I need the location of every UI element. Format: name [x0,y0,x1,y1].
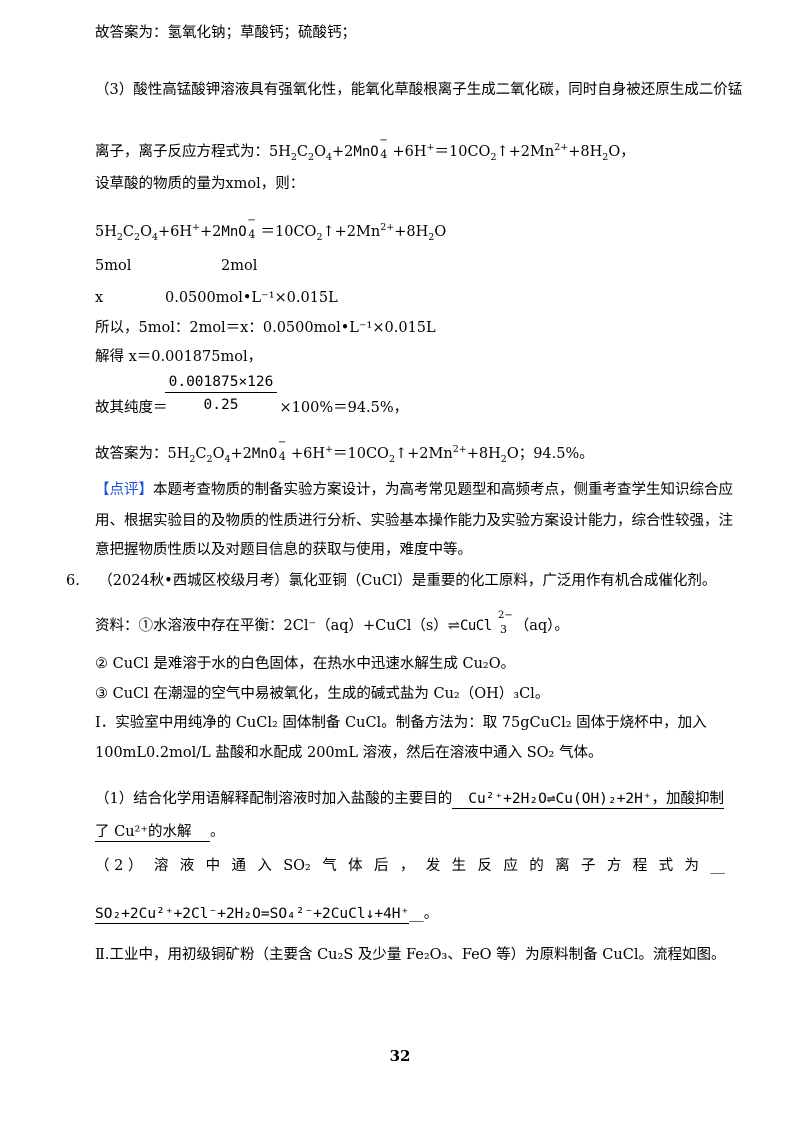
q2-word: __ [710,858,725,874]
permanganate-ion: MnO−4 [221,215,256,241]
q2-word: 为 [684,858,699,874]
answer-1-end: 。 [209,824,225,840]
info-1-prefix: 资料：①水溶液中存在平衡：2Cl⁻（aq）+CuCl（s）⇌ [95,618,460,634]
answer-2-end: __。 [409,906,439,922]
purity-prefix: 故其纯度＝ [95,400,168,416]
question-6-header: 6. （2024秋•西城区校级月考）氯化亚铜（CuCl）是重要的化工原料，广泛用… [66,571,716,591]
subquestion-2-line: （ 2 ） 溶 液 中 通 入 SO₂ 气 体 后 ， 发 生 反 应 的 离 … [95,856,725,876]
part-1-line-2: 100mL0.2mol/L 盐酸和水配成 200mL 溶液，然后在溶液中通入 S… [95,745,603,761]
q2-word: 发 [425,858,441,874]
part-2-line: Ⅱ.工业中，用初级铜矿粉（主要含 Cu₂S 及少量 Fe₂O₃、FeO 等）为原… [95,947,726,963]
q2-word: 应 [503,858,518,874]
review-line-3: 意把握物质性质以及对题目信息的获取与使用，难度中等。 [95,542,472,558]
reaction-equation: 5H2C2O4+6H++2MnO−4 ＝10CO2↑+2Mn2++8H2O [95,215,447,243]
permanganate-ion: MnO−4 [251,437,287,463]
ratio-right: 0.0500mol•L⁻¹×0.015L [165,290,338,306]
fraction-numerator: 0.001875×126 [165,374,277,393]
answer-blank-1: Cu²⁺+2H₂O⇌Cu(OH)₂+2H⁺，加酸抑制 [452,791,725,809]
answer-1-continued: 了 Cu²⁺的水解 [95,824,192,842]
subquestion-2-answer: SO₂+2Cu²⁺+2Cl⁻+2H₂O=SO₄²⁻+2CuCl↓+4H⁺__。 [95,904,438,924]
answer-line-1: 故答案为：氢氧化钠；草酸钙；硫酸钙； [95,25,356,41]
q2-word: ， [399,858,415,874]
permanganate-ion: MnO−4 [353,135,388,161]
q2-word: 体 [348,858,363,874]
ratio-row-1: 5mol 2mol [95,256,257,276]
q2-word: 子 [580,858,596,874]
q2-word: SO₂ [283,858,311,874]
review-line-1: 【点评】本题考查物质的制备实验方案设计，为高考常见题型和高频考点，侧重考查学生知… [95,480,733,500]
purity-line: 故其纯度＝ ×100%＝94.5%， [95,398,408,418]
ionic-equation-line: 离子，离子反应方程式为：5H2C2O4+2MnO−4 +6H+＝10CO2↑+2… [95,135,635,163]
q2-word: 程 [632,858,648,874]
part-1-line-1: Ⅰ．实验室中用纯净的 CuCl₂ 固体制备 CuCl。制备方法为：取 75gCu… [95,715,707,731]
info-line-3: ③ CuCl 在潮湿的空气中易被氧化，生成的碱式盐为 Cu₂（OH）₃Cl。 [95,686,550,702]
explanation-line-3: （3）酸性高锰酸钾溶液具有强氧化性，能氧化草酸根离子生成二氧化碳，同时自身被还原… [95,82,743,98]
purity-result: ×100%＝94.5%， [279,400,409,416]
q2-word: 气 [322,858,337,874]
q2-word: 生 [451,858,467,874]
final-answer-prefix: 故答案为： [95,446,168,462]
ratio-row-2: x 0.0500mol•L⁻¹×0.015L [95,288,338,308]
q2-word: 式 [658,858,674,874]
ratio-right: 2mol [221,258,258,274]
fraction-denominator: 0.25 [203,397,239,413]
q2-word: 方 [606,858,622,874]
final-answer-suffix: ；94.5%。 [518,446,594,462]
final-answer-line: 故答案为：5H2C2O4+2MnO−4 +6H+＝10CO2↑+2Mn2++8H… [95,437,594,465]
question-6-text: （2024秋•西城区校级月考）氯化亚铜（CuCl）是重要的化工原料，广泛用作有机… [98,573,717,589]
q2-word: 液 [179,858,195,874]
q2-word: 入 [257,858,272,874]
solution-line: 解得 x＝0.001875mol， [95,349,263,365]
page-number: 32 [389,1047,411,1065]
subquestion-1-cont: 了 Cu²⁺的水解 。 [95,822,224,842]
q2-word: 反 [477,858,492,874]
ratio-left: x [95,290,104,306]
info-line-2: ② CuCl 是难溶于水的白色固体，在热水中迅速水解生成 Cu₂O。 [95,656,516,672]
purity-fraction: 0.001875×126 0.25 [165,374,277,413]
question-number: 6. [66,573,80,589]
q2-word: 溶 [153,858,169,874]
review-tag: 【点评】 [95,482,153,498]
answer-1-text: ，加酸抑制 [651,791,725,807]
q2-word: 中 [205,858,221,874]
q2-word: 的 [529,858,544,874]
hydrolysis-equation: Cu²⁺+2H₂O⇌Cu(OH)₂+2H⁺ [468,791,652,807]
proportion-line: 所以，5mol：2mol＝x：0.0500mol•L⁻¹×0.015L [95,320,436,336]
review-text-1: 本题考查物质的制备实验方案设计，为高考常见题型和高频考点，侧重考查学生知识综合应 [153,482,733,498]
ratio-left: 5mol [95,258,132,274]
subquestion-1-text: （1）结合化学用语解释配制溶液时加入盐酸的主要目的 [95,791,453,807]
q2-word: 通 [231,858,246,874]
info-1-suffix: （aq）。 [514,618,569,634]
redox-equation: SO₂+2Cu²⁺+2Cl⁻+2H₂O=SO₄²⁻+2CuCl↓+4H⁺ [95,906,410,924]
ionic-equation-prefix: 离子，离子反应方程式为： [95,144,269,160]
review-line-2: 用、根据实验目的及物质的性质进行分析、实验基本操作能力及实验方案设计能力，综合性… [95,513,733,529]
q2-word: （ 2 ） [95,858,143,874]
assumption-line: 设草酸的物质的量为xmol，则： [95,176,305,192]
q2-word: 离 [555,858,570,874]
q2-word: 后 [373,858,389,874]
